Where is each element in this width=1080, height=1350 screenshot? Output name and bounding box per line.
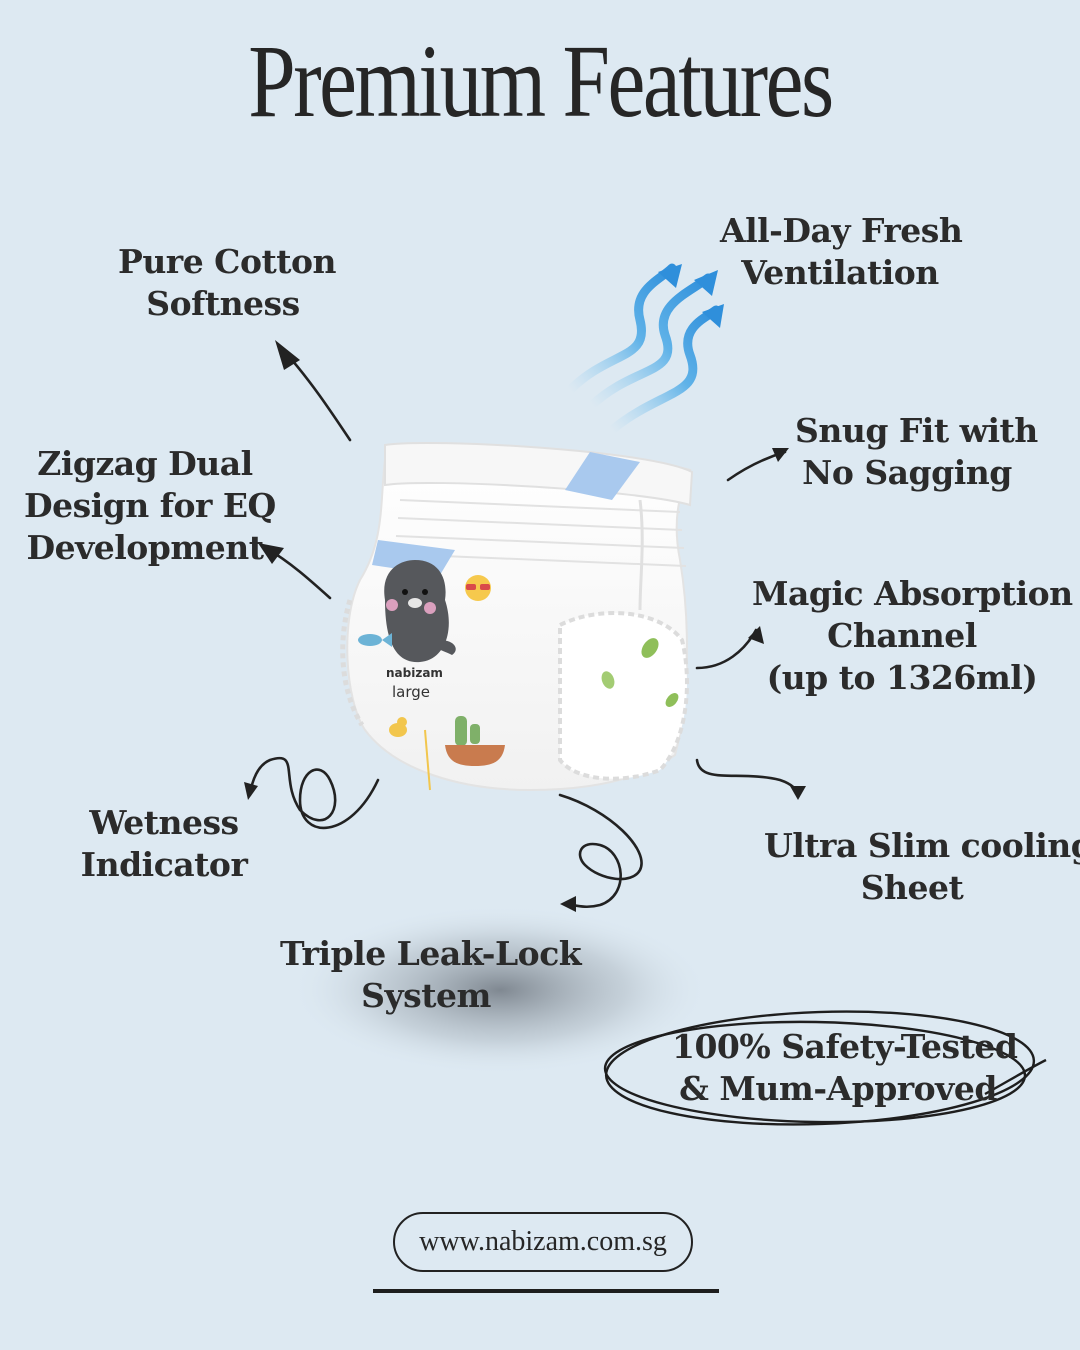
arrowhead-zigzag <box>258 543 284 564</box>
arrow-absorption <box>695 628 758 670</box>
wetness-indicator-line <box>424 729 431 791</box>
duck-icon <box>389 717 407 737</box>
arrowhead-leak <box>560 896 576 912</box>
arrow-leak <box>558 793 643 909</box>
ventilation-waves-icon <box>565 263 721 435</box>
product-size-text: large <box>392 683 431 701</box>
sun-icon <box>465 575 491 601</box>
safety-badge-label: 100% Safety-Tested& Mum-Approved <box>672 1027 1018 1108</box>
badge-scribble-circle <box>603 1010 1047 1126</box>
fish-icon <box>358 633 392 647</box>
website-link[interactable]: www.nabizam.com.sg <box>393 1212 693 1272</box>
ventilation-arrowheads-icon <box>658 264 724 328</box>
seal-mascot-icon <box>384 560 456 663</box>
arrow-wetness <box>248 756 380 830</box>
arrowhead-wetness <box>244 782 258 800</box>
arrowhead-absorption <box>748 626 764 644</box>
arrowhead-snug <box>772 448 789 462</box>
footer-divider <box>373 1289 719 1293</box>
cactus-icon <box>445 716 505 766</box>
page-title: Premium Features <box>248 24 834 139</box>
diaper-product <box>340 442 694 792</box>
arrowhead-cotton <box>275 340 300 370</box>
product-shadow <box>290 905 710 1075</box>
product-brand-text: nabizam <box>386 666 443 680</box>
arrow-cotton <box>283 350 352 442</box>
arrow-slim <box>695 758 800 798</box>
arrowhead-slim <box>790 786 806 800</box>
